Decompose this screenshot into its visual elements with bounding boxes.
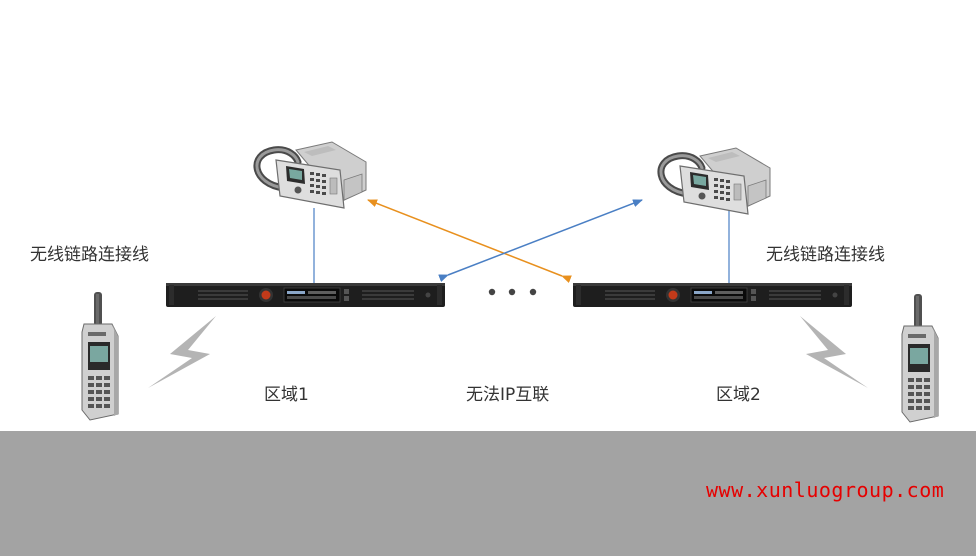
right-link-label: 无线链路连接线 [766, 245, 885, 265]
repeater-rack-icon [572, 282, 853, 308]
repeater-rack-icon [165, 282, 446, 308]
handheld-radio-icon [901, 293, 939, 423]
left-link-label: 无线链路连接线 [30, 245, 149, 265]
network-diagram [81, 0, 939, 423]
lightning-bolt-icon [800, 316, 868, 388]
footer-band [0, 431, 976, 556]
zone1-label: 区域1 [264, 385, 309, 405]
blue-link-arrow [438, 199, 643, 282]
mobile-radio-icon [661, 148, 770, 214]
no-ip-interconnect-label: 无法IP互联 [466, 385, 550, 405]
lightning-bolt-icon [148, 316, 216, 388]
mobile-radio-icon [257, 142, 366, 208]
orange-link-arrow [367, 199, 572, 284]
handheld-radio-icon [81, 291, 119, 421]
ellipsis-dots-icon [488, 288, 537, 296]
zone2-label: 区域2 [716, 385, 761, 405]
website-url: www.xunluogroup.com [706, 478, 945, 502]
